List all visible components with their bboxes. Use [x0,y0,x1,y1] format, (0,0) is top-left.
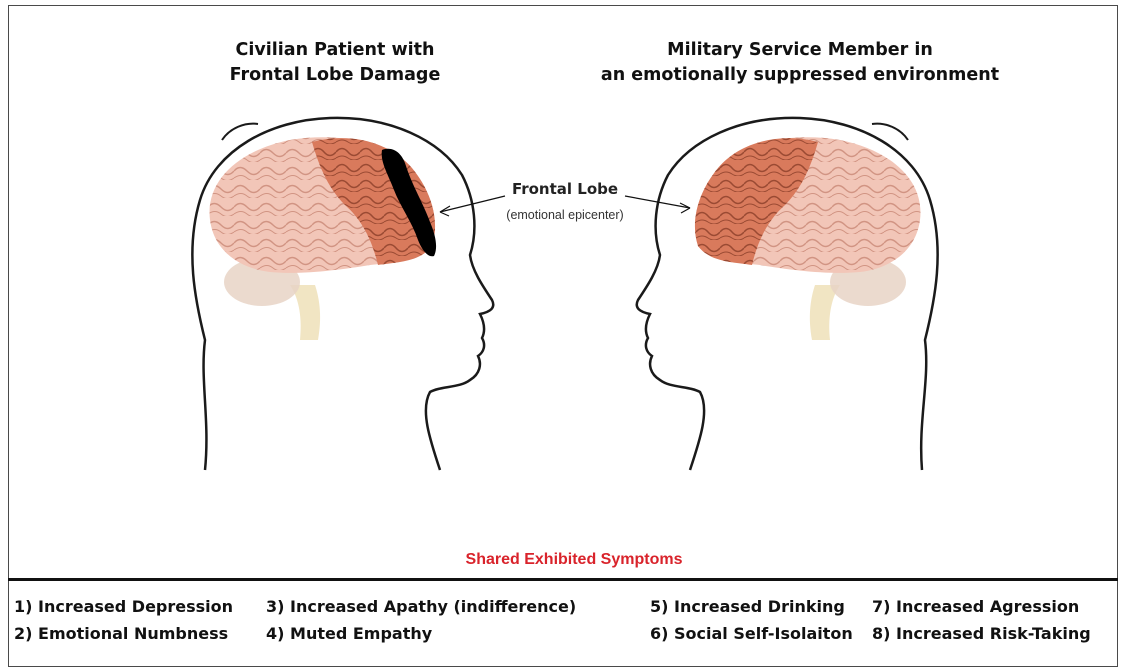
symptom-item: 1) Increased Depression [14,597,233,617]
symptom-item: 5) Increased Drinking [650,597,845,617]
symptom-item: 6) Social Self-Isolaiton [650,624,853,644]
right-head [637,118,938,470]
symptom-item: 2) Emotional Numbness [14,624,228,644]
symptom-item: 8) Increased Risk-Taking [872,624,1091,644]
frontal-lobe-sublabel: (emotional epicenter) [490,208,640,222]
shared-symptoms-title: Shared Exhibited Symptoms [380,551,768,569]
divider-line [8,578,1118,581]
symptom-item: 3) Increased Apathy (indifference) [266,597,576,617]
symptom-item: 4) Muted Empathy [266,624,432,644]
symptom-item: 7) Increased Agression [872,597,1079,617]
frontal-lobe-label: Frontal Lobe [490,180,640,198]
left-head [192,118,493,470]
